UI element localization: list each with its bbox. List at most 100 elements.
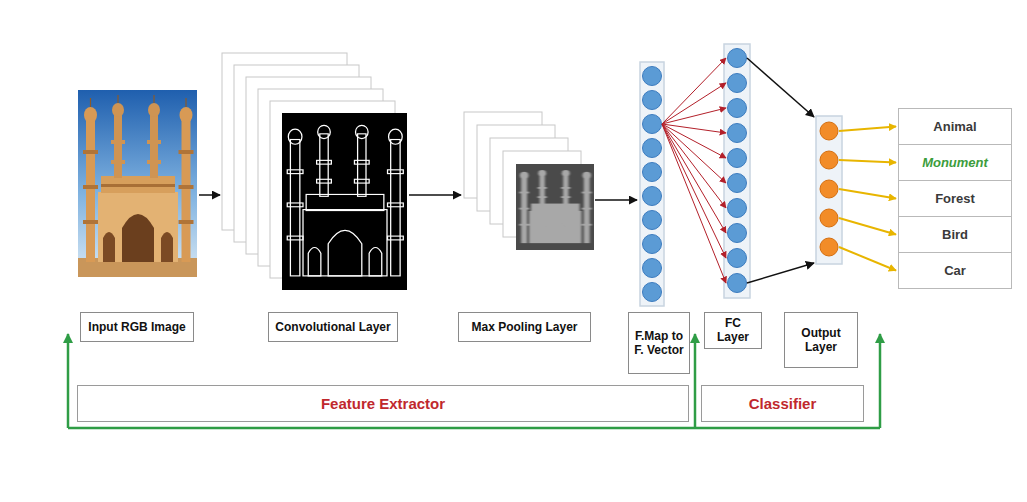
dense-weights <box>662 124 726 258</box>
input-photo <box>153 95 154 103</box>
fc-to-output-lines <box>747 58 814 283</box>
feature-vector <box>643 259 662 278</box>
node-text: Output Layer <box>789 326 853 355</box>
class-label-box: Car <box>898 252 1012 289</box>
input-photo <box>101 176 175 193</box>
feature-vector <box>643 67 662 302</box>
input-photo <box>86 118 95 262</box>
output-layer <box>816 116 842 264</box>
feature-vector <box>643 187 662 206</box>
input-arrow <box>199 195 220 196</box>
output-layer <box>816 116 842 264</box>
fc-layer <box>728 224 747 243</box>
fc-layer <box>728 249 747 268</box>
input-photo <box>111 103 161 178</box>
input-photo <box>98 192 178 262</box>
dense-weights <box>662 124 726 208</box>
dense-weights <box>662 83 726 124</box>
input-photo <box>147 140 161 144</box>
output-layer <box>820 122 838 140</box>
input-photo <box>84 107 97 123</box>
node-text: Feature Extractor <box>321 395 445 413</box>
stage-band: Feature Extractor <box>77 385 689 422</box>
flatten-arrow <box>595 199 637 201</box>
feature-vector <box>643 163 662 182</box>
fc-layer <box>728 199 747 218</box>
class-label-box: Bird <box>898 216 1012 253</box>
dense-weights <box>662 124 726 183</box>
dense-weights <box>662 124 726 133</box>
conv-edge-map <box>282 113 407 290</box>
stage-bracket <box>67 334 70 428</box>
input-photo <box>90 98 91 107</box>
node-text: Animal <box>933 119 976 135</box>
dense-weights <box>662 58 726 283</box>
input-photo <box>147 160 161 164</box>
layer-label-box: F.Map to F. Vector <box>628 312 690 374</box>
fc-layer <box>728 274 747 293</box>
node-text: Classifier <box>749 395 817 413</box>
node-text: Forest <box>935 191 975 207</box>
pooled-map <box>516 164 594 250</box>
feature-vector <box>643 235 662 254</box>
input-photo <box>150 112 158 178</box>
input-photo <box>161 232 173 262</box>
input-arrow <box>199 194 220 196</box>
conv-edge-map <box>282 113 407 290</box>
class-arrows <box>839 127 896 271</box>
feature-vector <box>643 115 662 134</box>
node-text: F.Map to F. Vector <box>633 329 685 358</box>
flatten-arrow <box>595 200 637 201</box>
dense-weights <box>662 124 726 283</box>
layer-label-box: FC Layer <box>704 312 762 349</box>
node-text: Monument <box>922 155 988 171</box>
feature-vector <box>643 67 662 86</box>
layer-label-box: Input RGB Image <box>80 312 194 342</box>
feature-vector <box>643 91 662 110</box>
output-layer <box>820 209 838 227</box>
output-layer <box>820 122 838 256</box>
dense-weights <box>662 58 726 124</box>
fc-to-output-lines <box>747 58 814 117</box>
fc-layer <box>728 74 747 93</box>
input-photo <box>83 220 98 224</box>
feature-vector <box>643 283 662 302</box>
class-arrows <box>839 247 896 271</box>
node-text: Convolutional Layer <box>275 320 390 334</box>
class-label-box: Monument <box>898 144 1012 181</box>
node-text: Bird <box>942 227 968 243</box>
dense-weights <box>662 124 726 233</box>
feature-vector <box>643 139 662 158</box>
input-photo <box>180 107 193 123</box>
input-photo <box>83 107 194 262</box>
feature-vector <box>643 211 662 230</box>
class-arrows <box>839 218 896 235</box>
stage-bracket <box>694 334 697 428</box>
node-text: FC Layer <box>709 316 757 345</box>
node-text: Input RGB Image <box>88 320 185 334</box>
input-photo <box>182 118 191 262</box>
input-photo <box>101 184 175 187</box>
dense-weights <box>662 108 726 124</box>
input-photo <box>148 103 160 117</box>
input-photo <box>112 103 124 117</box>
class-arrows <box>839 189 896 199</box>
fc-layer <box>728 99 747 118</box>
pooled-map <box>519 170 591 243</box>
layer-label-box: Convolutional Layer <box>268 312 398 342</box>
layer-label-box: Output Layer <box>784 312 858 368</box>
input-photo <box>111 140 125 144</box>
input-photo <box>122 214 154 262</box>
input-photo <box>111 160 125 164</box>
stage-bracket <box>68 427 880 430</box>
output-layer <box>820 180 838 198</box>
class-label-box: Forest <box>898 180 1012 217</box>
feature-vector <box>640 62 664 306</box>
pooled-map <box>516 164 594 250</box>
fc-to-output-lines <box>747 263 814 283</box>
conv-arrow <box>409 195 461 196</box>
input-photo <box>185 98 186 107</box>
fc-layer <box>728 124 747 143</box>
